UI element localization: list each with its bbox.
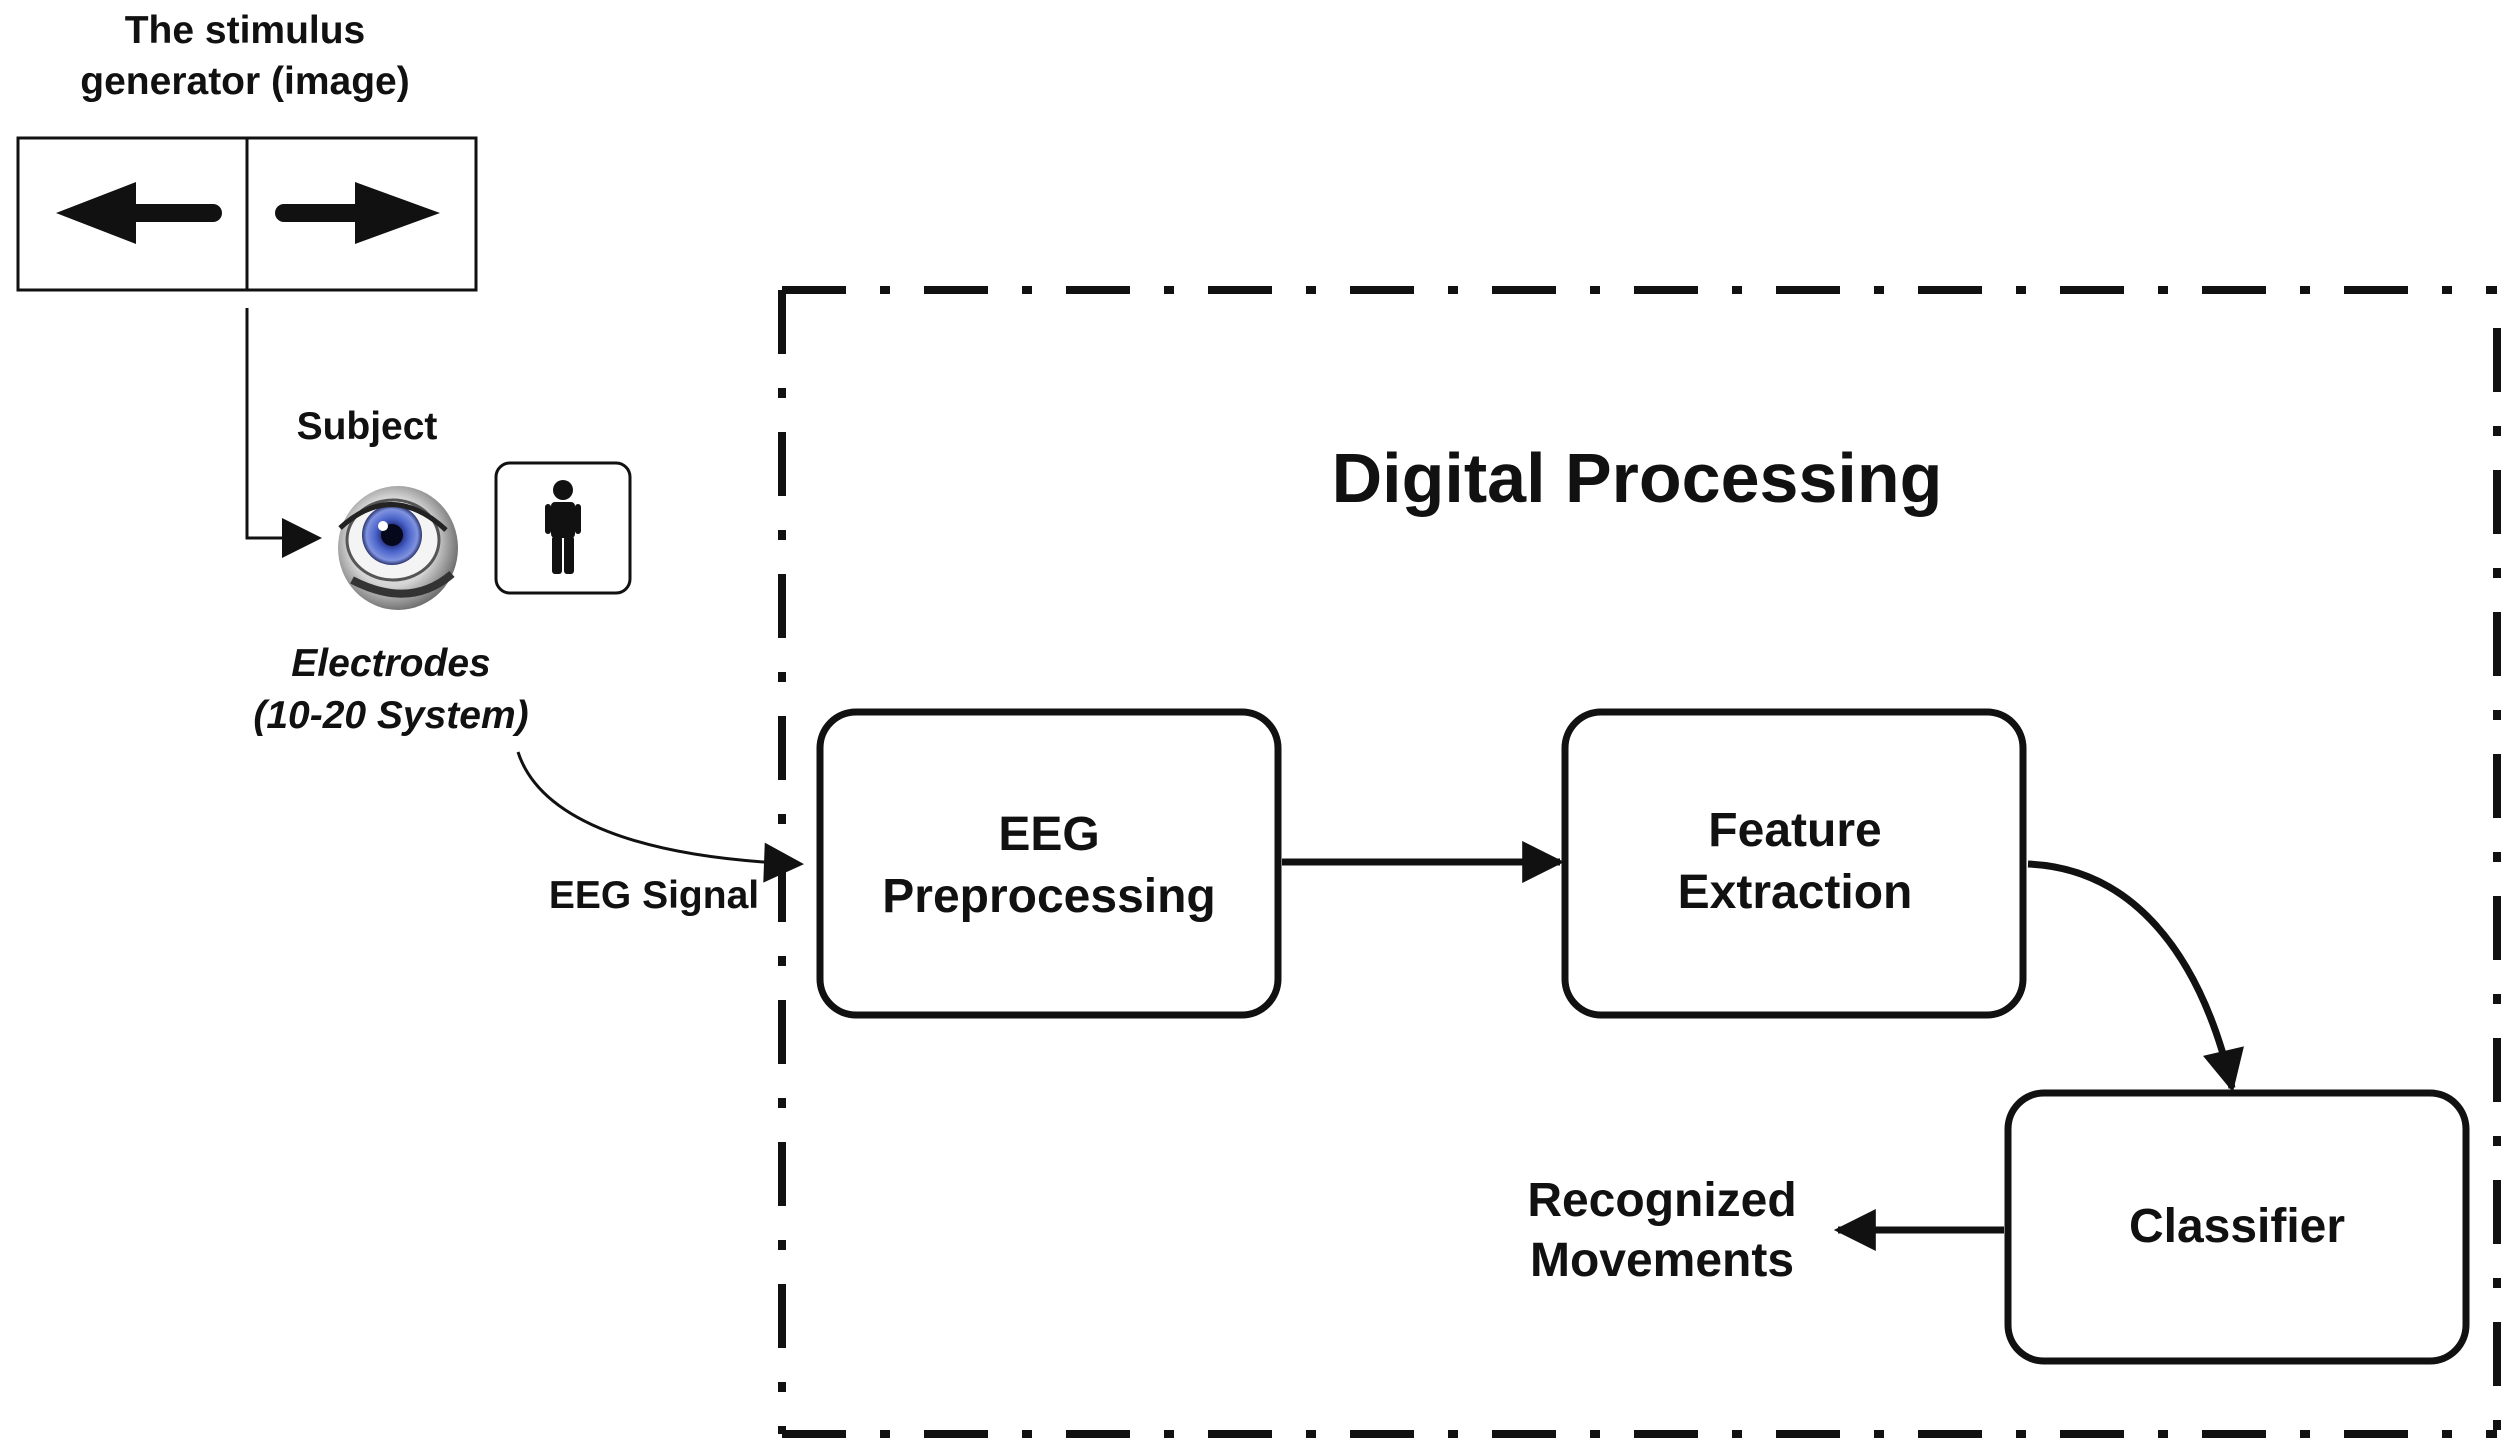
left-arrow-icon xyxy=(56,182,222,244)
eeg-preprocessing-label-line2: Preprocessing xyxy=(882,870,1215,923)
eeg-signal-label: EEG Signal xyxy=(549,874,759,917)
eeg-preprocessing-label-line1: EEG xyxy=(998,808,1099,861)
recognized-movements-label-line1: Recognized xyxy=(1527,1174,1796,1227)
digital-processing-container xyxy=(778,286,2501,1438)
electrodes-label-line2: (10-20 System) xyxy=(253,694,528,737)
eeg-preprocessing-box: EEG Preprocessing xyxy=(816,708,1282,1019)
feature-extraction-box: Feature Extraction xyxy=(1561,708,2027,1019)
stimulus-title-line2: generator (image) xyxy=(80,60,409,103)
person-icon xyxy=(494,461,632,595)
eeg-signal-connector xyxy=(516,751,804,883)
right-arrow-icon xyxy=(275,182,440,244)
feature-to-classifier-arrow xyxy=(2027,860,2244,1093)
recognized-movements-label-line2: Movements xyxy=(1530,1234,1794,1287)
electrodes-label-line1: Electrodes xyxy=(291,642,490,685)
feature-extraction-label-line1: Feature xyxy=(1708,804,1881,857)
classifier-label: Classifier xyxy=(2129,1200,2345,1253)
stimulus-to-eye-connector xyxy=(245,308,322,558)
feature-extraction-label-line2: Extraction xyxy=(1678,866,1913,919)
classifier-box: Classifier xyxy=(2004,1089,2470,1365)
subject-label: Subject xyxy=(297,405,438,448)
stimulus-title-line1: The stimulus xyxy=(125,9,366,52)
eye-icon xyxy=(338,486,458,610)
digital-processing-title: Digital Processing xyxy=(1332,439,1943,517)
